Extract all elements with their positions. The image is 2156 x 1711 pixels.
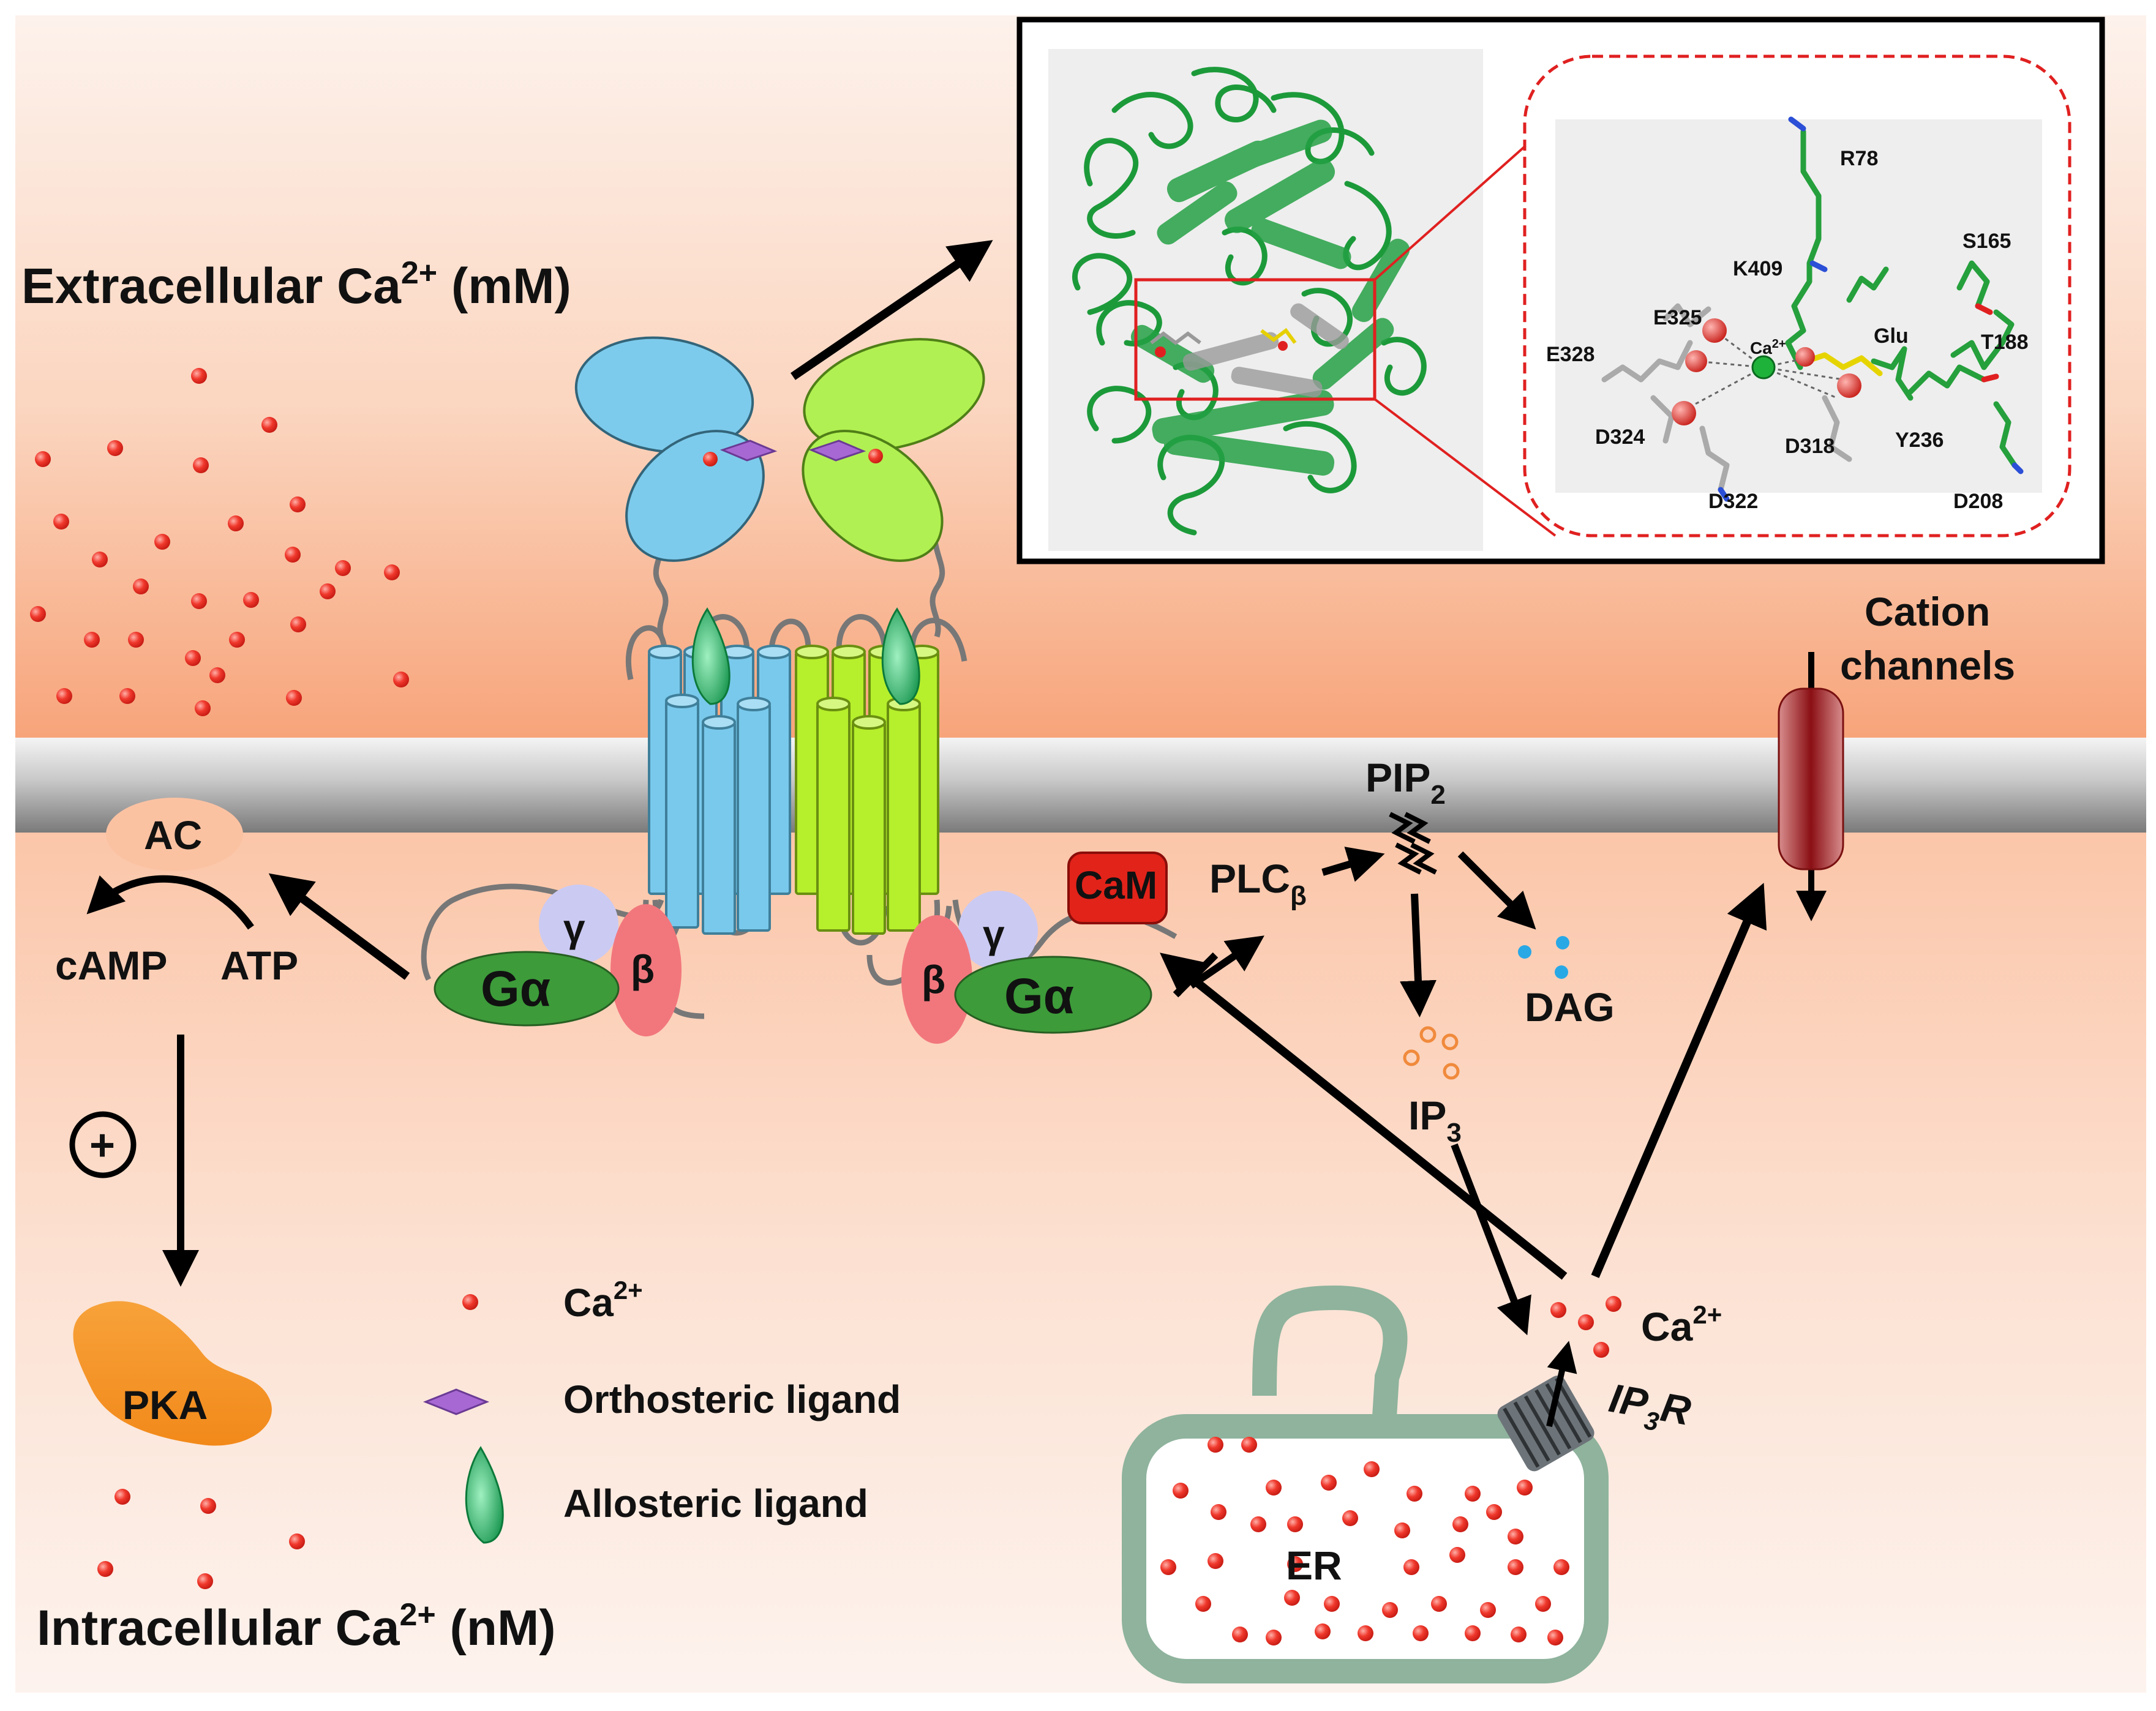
released-calcium-label: Ca2+ <box>1641 1300 1722 1349</box>
arrow-plc-to-pip2 <box>1321 847 1385 882</box>
legend-calcium-label: Ca2+ <box>563 1276 643 1325</box>
svg-text:S165: S165 <box>1963 230 2011 253</box>
pka-shape <box>73 1301 272 1446</box>
legend-allosteric-symbol <box>465 1446 504 1544</box>
dag-molecules <box>1518 936 1569 979</box>
ip3-molecules <box>1403 1026 1460 1080</box>
cation-label-line1: Cation <box>1865 589 1990 634</box>
arrow-ca-to-channel <box>1591 883 1767 1278</box>
cation-channel <box>1778 687 1844 870</box>
arrow-atp-to-camp <box>86 875 254 930</box>
svg-text:R78: R78 <box>1840 147 1878 170</box>
allosteric-ligand-right <box>881 607 920 705</box>
ip3r-channel <box>1497 1376 1594 1472</box>
plus-text: + <box>89 1121 115 1170</box>
svg-text:D208: D208 <box>1953 490 2003 513</box>
arrow-pip2-to-dag <box>1457 851 1536 930</box>
arrow-pip2-to-ip3 <box>1400 893 1437 1017</box>
svg-text:K409: K409 <box>1733 257 1782 280</box>
svg-text:γ: γ <box>563 906 585 950</box>
svg-text:γ: γ <box>983 912 1005 956</box>
atp-label: ATP <box>220 943 298 988</box>
svg-text:D318: D318 <box>1785 435 1835 458</box>
orthosteric-ligand-left <box>719 440 778 462</box>
ac-label: AC <box>144 812 202 858</box>
pip2-label: PIP2 <box>1365 755 1446 810</box>
arrow-galpha-to-ac <box>268 873 410 980</box>
allosteric-ligand-left <box>691 607 731 705</box>
calcium-ion-site <box>1751 355 1776 380</box>
camp-label: cAMP <box>55 943 167 988</box>
cation-label-line2: channels <box>1840 643 2015 688</box>
svg-text:Gα: Gα <box>481 961 550 1017</box>
intracellular-calcium-dots <box>97 1489 305 1589</box>
residue-labels: R78 S165 K409 E325 Glu T188 E328 D324 D3… <box>1546 147 2029 513</box>
svg-text:T188: T188 <box>1981 331 2029 354</box>
svg-text:Gα: Gα <box>1004 968 1074 1024</box>
residue-sticks <box>1601 116 2024 502</box>
svg-text:E328: E328 <box>1546 343 1594 366</box>
svg-text:β: β <box>631 947 655 991</box>
casr-receptor <box>421 336 1178 1019</box>
extracellular-calcium-dots <box>30 368 409 716</box>
endoplasmic-reticulum: ER <box>1122 1285 1609 1683</box>
ac-node <box>106 798 243 871</box>
ip3r-label: IP3R <box>1604 1375 1694 1442</box>
svg-text:β: β <box>922 957 945 1002</box>
cam-node <box>1067 852 1168 924</box>
arrow-to-structure <box>791 240 993 380</box>
zoom-box <box>1134 278 1377 401</box>
svg-text:D322: D322 <box>1708 490 1758 513</box>
plc-label: PLCβ <box>1209 856 1307 911</box>
ip3-label: IP3 <box>1408 1093 1462 1148</box>
arrow-ip3-to-ip3r <box>1451 1143 1531 1336</box>
legend-calcium-symbol <box>462 1294 478 1310</box>
extracellular-label: Extracellular Ca2+ (mM) <box>21 255 571 314</box>
cam-label: CaM <box>1075 863 1157 907</box>
legend: Ca2+ Orthosteric ligand Allosteric ligan… <box>423 1276 901 1544</box>
arrow-ca-to-cam <box>1160 953 1568 1280</box>
ligand-sticks-small <box>1150 328 1297 358</box>
svg-text:E325: E325 <box>1653 306 1702 329</box>
orthosteric-ligand-right <box>808 440 866 462</box>
released-calcium <box>1550 1296 1621 1358</box>
plus-sign <box>69 1111 137 1178</box>
g-protein-right: γ β Gα <box>901 891 1152 1044</box>
er-label: ER <box>1286 1543 1342 1588</box>
svg-text:Y236: Y236 <box>1895 429 1944 452</box>
g-protein-left: γ β Gα <box>434 885 682 1036</box>
pka-label: PKA <box>122 1382 208 1428</box>
legend-orthosteric-symbol <box>423 1388 490 1415</box>
svg-text:D324: D324 <box>1595 425 1645 449</box>
inset-ca-label: Ca2+ <box>1750 337 1786 358</box>
dag-label: DAG <box>1525 984 1615 1030</box>
arrow-ip3r-release <box>1546 1341 1577 1428</box>
structure-inset: R78 S165 K409 E325 Glu T188 E328 D324 D3… <box>1016 17 2105 564</box>
legend-orthosteric-label: Orthosteric ligand <box>563 1377 901 1421</box>
legend-allosteric-label: Allosteric ligand <box>563 1481 868 1526</box>
pip2-lipid-icon <box>1389 812 1437 875</box>
svg-text:Glu: Glu <box>1874 324 1909 348</box>
intracellular-label: Intracellular Ca2+ (nM) <box>37 1597 556 1656</box>
